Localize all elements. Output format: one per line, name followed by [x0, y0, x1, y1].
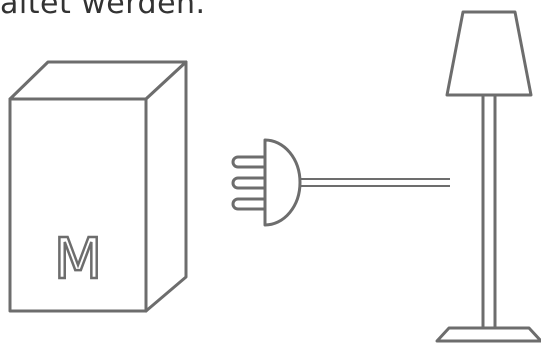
- floor-lamp-icon: [437, 12, 541, 341]
- lamp-base: [437, 328, 541, 341]
- lamp-pole: [483, 95, 495, 329]
- box-side-face: [146, 62, 186, 311]
- box-letter: M: [54, 227, 102, 292]
- plug-head: [265, 140, 300, 225]
- plug-icon: [233, 140, 450, 225]
- plug-prong-top: [233, 157, 265, 167]
- plug-prong-bottom: [233, 199, 265, 209]
- switch-box-icon: M: [10, 62, 186, 311]
- lamp-shade: [447, 12, 531, 95]
- plug-prong-middle: [233, 178, 265, 188]
